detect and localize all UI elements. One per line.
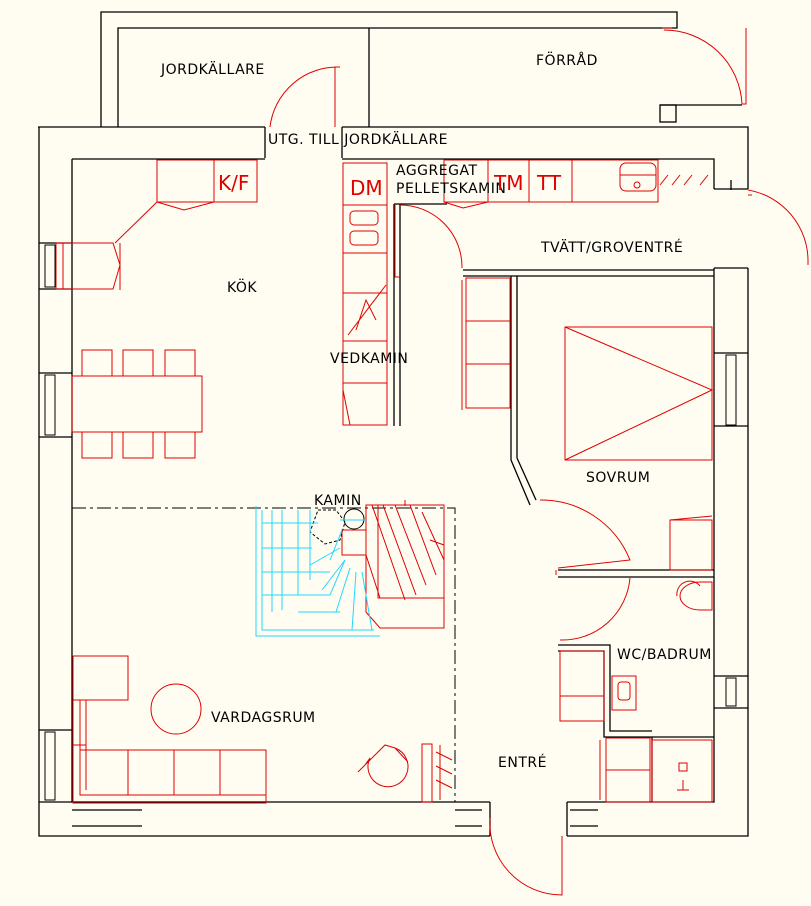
label-entre: ENTRÉ bbox=[498, 754, 547, 771]
label-sovrum: SOVRUM bbox=[586, 470, 650, 486]
label-wc-badrum: WC/BADRUM bbox=[617, 647, 712, 663]
label-dm: DM bbox=[350, 176, 383, 200]
furniture bbox=[55, 27, 809, 896]
label-tm: TM bbox=[493, 171, 523, 195]
label-aggregat: AGGREGAT bbox=[396, 163, 478, 179]
label-utg-till-jordkallare: UTG. TILL JORDKÄLLARE bbox=[268, 130, 448, 148]
label-tt: TT bbox=[536, 171, 562, 195]
label-jordkallare: JORDKÄLLARE bbox=[160, 60, 265, 78]
label-forrad: FÖRRÅD bbox=[536, 51, 598, 69]
room-labels: JORDKÄLLARE FÖRRÅD UTG. TILL JORDKÄLLARE… bbox=[160, 51, 712, 771]
label-pelletskamin: PELLETSKAMIN bbox=[396, 181, 506, 197]
label-kamin: KAMIN bbox=[314, 493, 362, 509]
label-vardagsrum: VARDAGSRUM bbox=[211, 710, 316, 726]
label-vedkamin: VEDKAMIN bbox=[330, 351, 408, 367]
staircase bbox=[255, 506, 380, 637]
label-tvatt-groventre: TVÄTT/GROVENTRÉ bbox=[540, 238, 683, 256]
label-kok: KÖK bbox=[227, 278, 257, 296]
label-kf: K/F bbox=[218, 171, 249, 195]
